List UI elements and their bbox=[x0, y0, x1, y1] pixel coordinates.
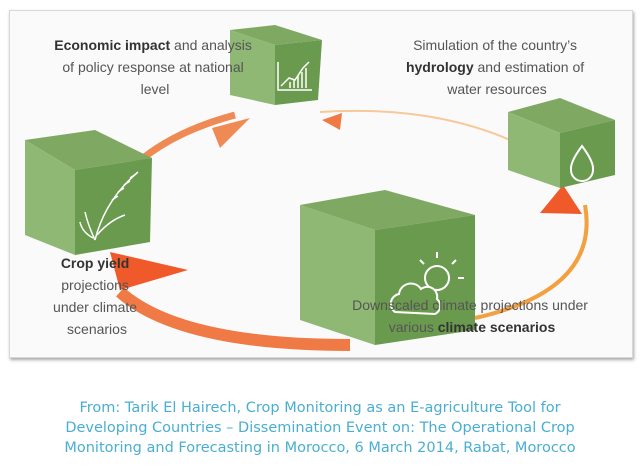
crop-label-bold: Crop yield bbox=[61, 255, 129, 271]
crop-label-line3: under climate bbox=[53, 299, 137, 315]
arrowhead-hydrology bbox=[540, 185, 582, 214]
figure-caption: From: Tarik El Hairech, Crop Monitoring … bbox=[0, 398, 640, 458]
climate-label-line1: Downscaled climate projections under bbox=[352, 297, 588, 313]
economic-cube bbox=[230, 25, 322, 105]
arc-economic-to-hydrology bbox=[319, 109, 511, 141]
hydrology-label-rest: and estimation of bbox=[474, 59, 585, 75]
hydrology-label: Simulation of the country’s hydrology an… bbox=[406, 37, 588, 97]
caption-line-3: Monitoring and Forecasting in Morocco, 6… bbox=[64, 440, 576, 456]
arrowhead-crop bbox=[110, 252, 188, 290]
arc-climate-to-crop bbox=[116, 287, 351, 351]
arrowhead-economic-right bbox=[322, 113, 342, 130]
hydrology-label-bold: hydrology bbox=[406, 59, 474, 75]
cloud-sun-icon bbox=[389, 252, 464, 316]
arrowhead-economic bbox=[212, 118, 250, 148]
economic-label-rest: and analysis bbox=[170, 37, 252, 53]
arc-climate-to-hydrology bbox=[474, 204, 589, 320]
economic-label: Economic impact and analysis of policy r… bbox=[54, 37, 256, 97]
crop-label-line4: scenarios bbox=[67, 321, 127, 337]
cycle-diagram: Economic impact and analysis of policy r… bbox=[25, 25, 615, 351]
climate-label: Downscaled climate projections under var… bbox=[352, 297, 592, 335]
cycle-ring bbox=[116, 109, 589, 351]
economic-label-line2: of policy response at national bbox=[62, 59, 243, 75]
crop-label: Crop yield projections under climate sce… bbox=[53, 255, 141, 337]
climate-label-bold: climate scenarios bbox=[438, 319, 556, 335]
caption-line-2: Developing Countries – Dissemination Eve… bbox=[65, 420, 575, 436]
hydrology-label-line1: Simulation of the country’s bbox=[413, 37, 577, 53]
hydrology-label-line3: water resources bbox=[446, 81, 547, 97]
climate-label-pre: various bbox=[389, 319, 438, 335]
economic-label-line3: level bbox=[141, 81, 170, 97]
hydrology-cube bbox=[508, 98, 615, 188]
water-drop-icon bbox=[569, 144, 595, 182]
crop-cube bbox=[25, 130, 152, 255]
caption-line-1: From: Tarik El Hairech, Crop Monitoring … bbox=[79, 400, 561, 416]
economic-label-bold: Economic impact bbox=[54, 37, 170, 53]
chart-growth-icon bbox=[277, 61, 312, 91]
crop-label-line2: projections bbox=[61, 277, 129, 293]
climate-cube bbox=[300, 190, 475, 345]
wheat-icon bbox=[79, 171, 139, 241]
